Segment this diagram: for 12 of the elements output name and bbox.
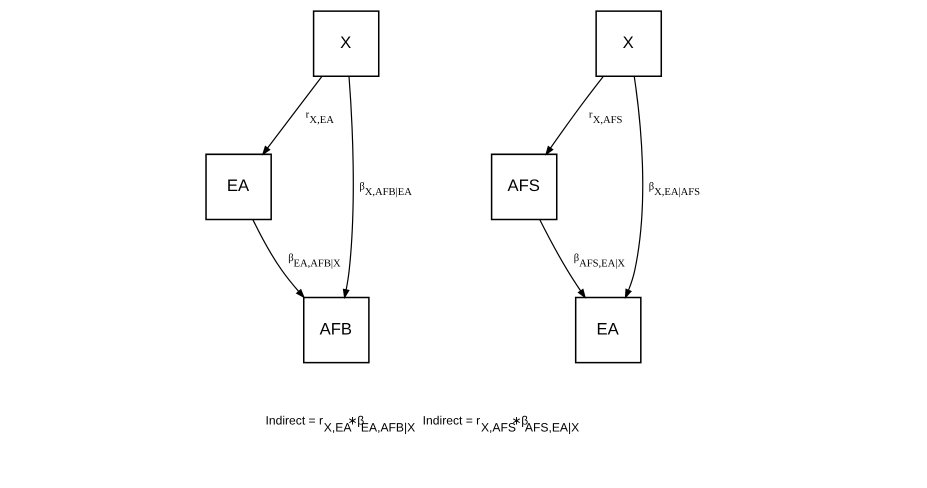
node-box: AFB	[302, 296, 370, 364]
arrow	[252, 219, 306, 299]
arrow	[262, 76, 322, 156]
arrow	[342, 76, 354, 300]
arrow	[624, 76, 644, 299]
node-box: AFS	[490, 154, 558, 220]
node-box: X	[595, 10, 662, 78]
arrow	[545, 76, 604, 156]
node-box: X	[312, 10, 380, 78]
arrow	[539, 219, 586, 299]
node-box: EA	[574, 296, 642, 364]
node-box: EA	[205, 154, 272, 220]
